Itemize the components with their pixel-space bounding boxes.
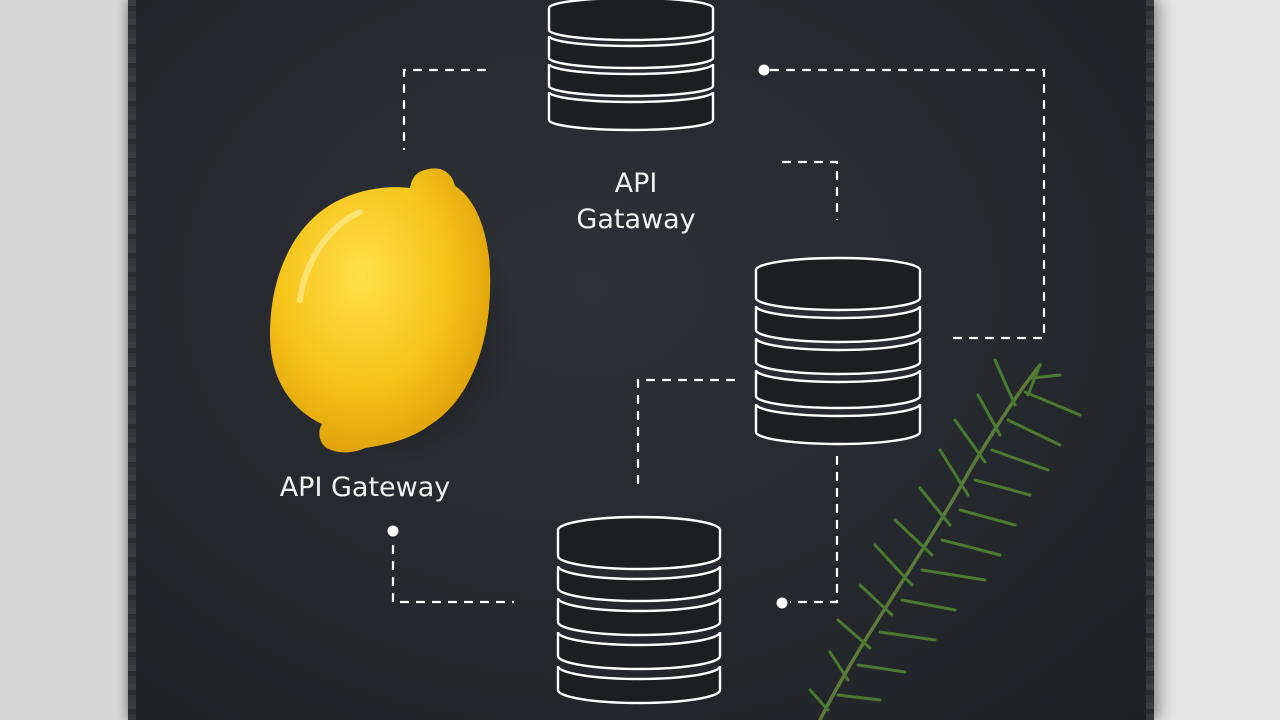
slate-edge-right bbox=[1146, 0, 1154, 720]
gateway-label-top: API Gataway bbox=[560, 166, 712, 238]
connector-center-left bbox=[636, 378, 735, 490]
slate-edge-left bbox=[128, 0, 136, 720]
lemon bbox=[270, 168, 520, 465]
gateway-label-top-line1: API bbox=[614, 168, 658, 199]
gateway-label-left: API Gateway bbox=[279, 472, 451, 503]
database-icon bbox=[754, 256, 922, 446]
connector-dot bbox=[776, 597, 788, 609]
connector-bottom-right bbox=[790, 456, 839, 604]
connector-dot bbox=[758, 64, 770, 76]
database-icon bbox=[556, 515, 722, 705]
connector-top-right bbox=[770, 68, 1046, 340]
connector-lines bbox=[391, 68, 1046, 604]
connector-top-left bbox=[402, 68, 486, 150]
rosemary-sprig bbox=[808, 358, 1082, 720]
database-icon bbox=[547, 0, 715, 132]
connector-bottom-left bbox=[391, 545, 514, 604]
gateway-label-top-line2: Gataway bbox=[576, 204, 696, 235]
connector-middle bbox=[782, 160, 839, 220]
connector-dot bbox=[387, 525, 399, 537]
